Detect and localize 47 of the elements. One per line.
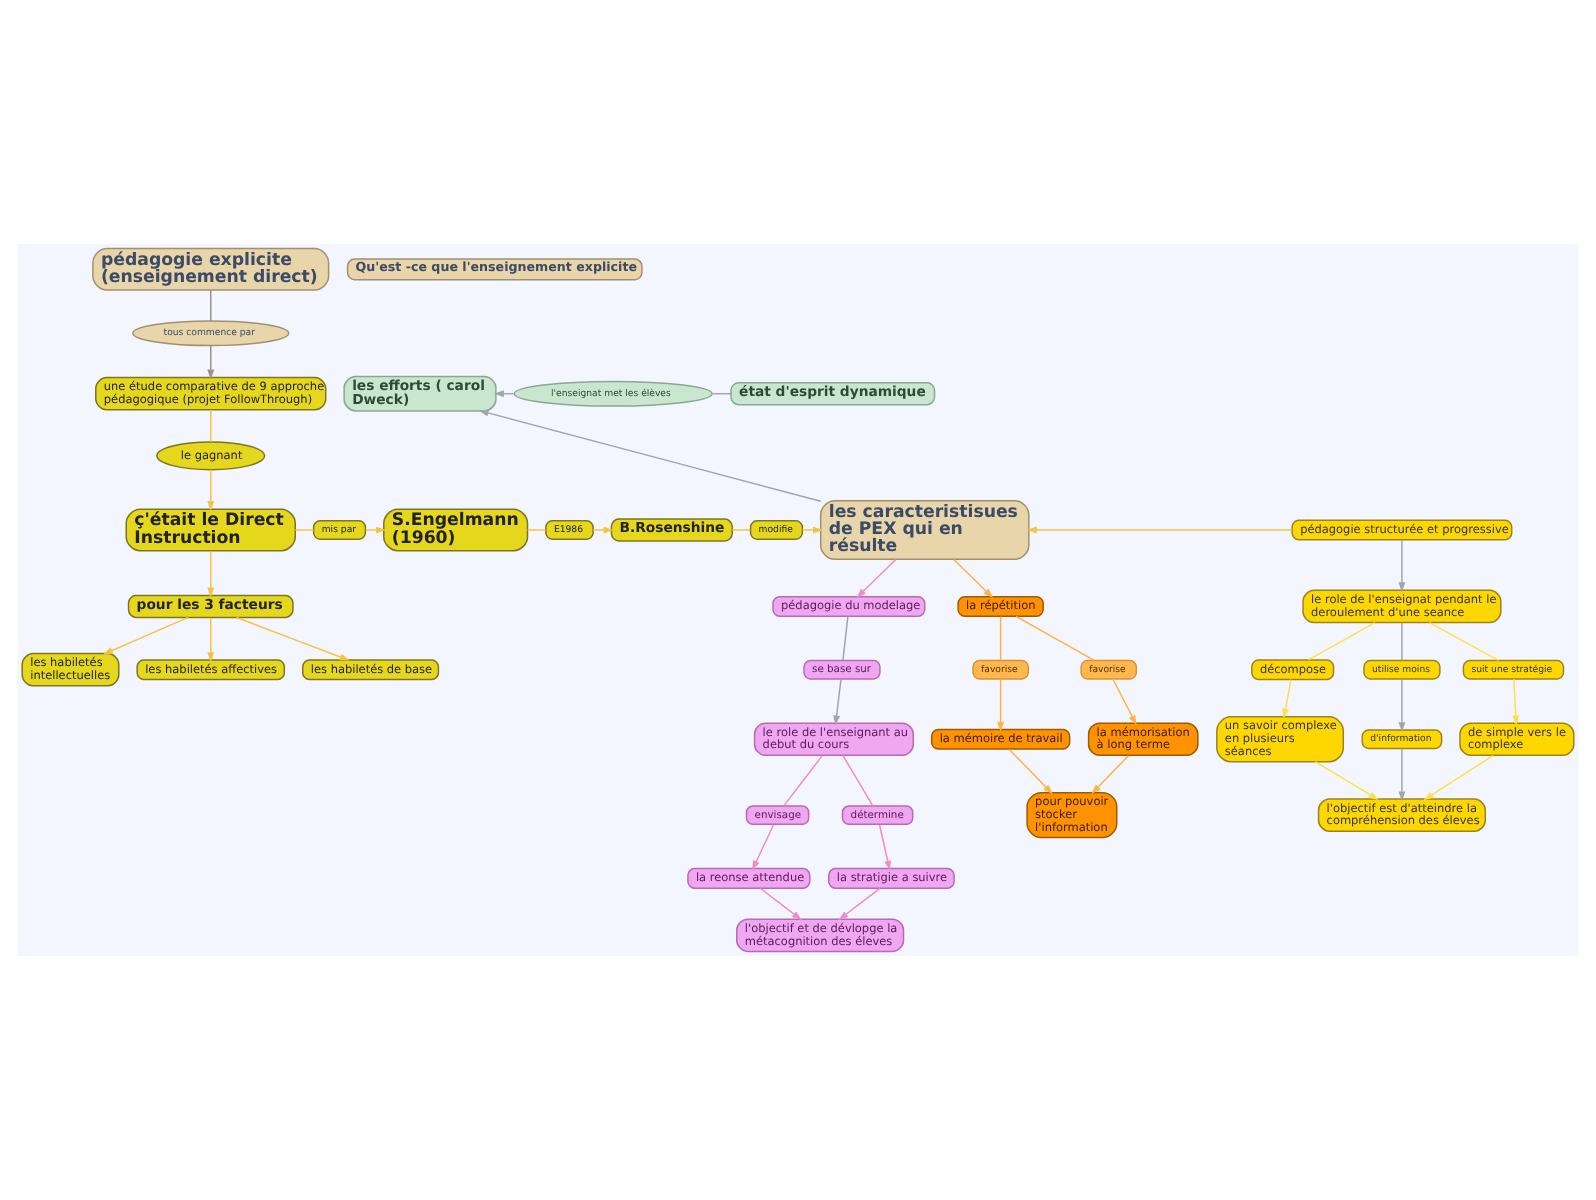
arrow bbox=[1314, 760, 1379, 800]
arrow bbox=[856, 558, 897, 598]
arrow bbox=[997, 678, 1005, 732]
connector bbox=[1401, 621, 1403, 661]
arrow bbox=[833, 678, 842, 726]
node-box: pédagogie explicite (enseignement direct) bbox=[92, 247, 330, 291]
arrow bbox=[365, 526, 386, 534]
node-box: les caracteristisues de PEX qui en résulte bbox=[819, 499, 1030, 561]
connector bbox=[999, 615, 1002, 662]
arrow bbox=[838, 887, 881, 921]
arrow bbox=[1423, 754, 1494, 801]
connector bbox=[783, 754, 823, 807]
connector bbox=[842, 754, 874, 807]
arrow bbox=[1398, 678, 1406, 733]
arrow bbox=[478, 409, 822, 502]
connector bbox=[210, 289, 212, 322]
arrow bbox=[801, 526, 823, 534]
arrow bbox=[1112, 678, 1137, 726]
arrow bbox=[1398, 539, 1406, 593]
arrow bbox=[207, 550, 215, 598]
connector bbox=[1015, 615, 1096, 662]
node-box: ç'était le Direct Instruction bbox=[125, 508, 296, 552]
connector bbox=[1428, 621, 1500, 662]
arrow bbox=[1398, 748, 1406, 802]
connector bbox=[1307, 621, 1376, 661]
arrow bbox=[235, 616, 350, 661]
connector bbox=[526, 529, 547, 531]
arrow bbox=[878, 824, 892, 871]
arrow bbox=[1512, 678, 1520, 726]
node-box: S.Engelmann (1960) bbox=[383, 508, 529, 552]
connector bbox=[731, 529, 751, 531]
connector bbox=[294, 529, 315, 531]
connector bbox=[210, 409, 212, 443]
connector bbox=[842, 615, 849, 662]
arrow bbox=[207, 344, 215, 380]
arrow bbox=[1026, 526, 1293, 534]
arrow bbox=[592, 526, 614, 534]
arrow bbox=[1008, 748, 1053, 795]
arrow bbox=[207, 616, 215, 663]
connector bbox=[711, 392, 732, 395]
arrow bbox=[759, 887, 802, 921]
arrow bbox=[1091, 754, 1130, 794]
arrow bbox=[102, 616, 189, 655]
arrow bbox=[752, 824, 775, 871]
arrow bbox=[207, 469, 215, 512]
arrow bbox=[1282, 678, 1292, 719]
arrow bbox=[953, 558, 994, 598]
